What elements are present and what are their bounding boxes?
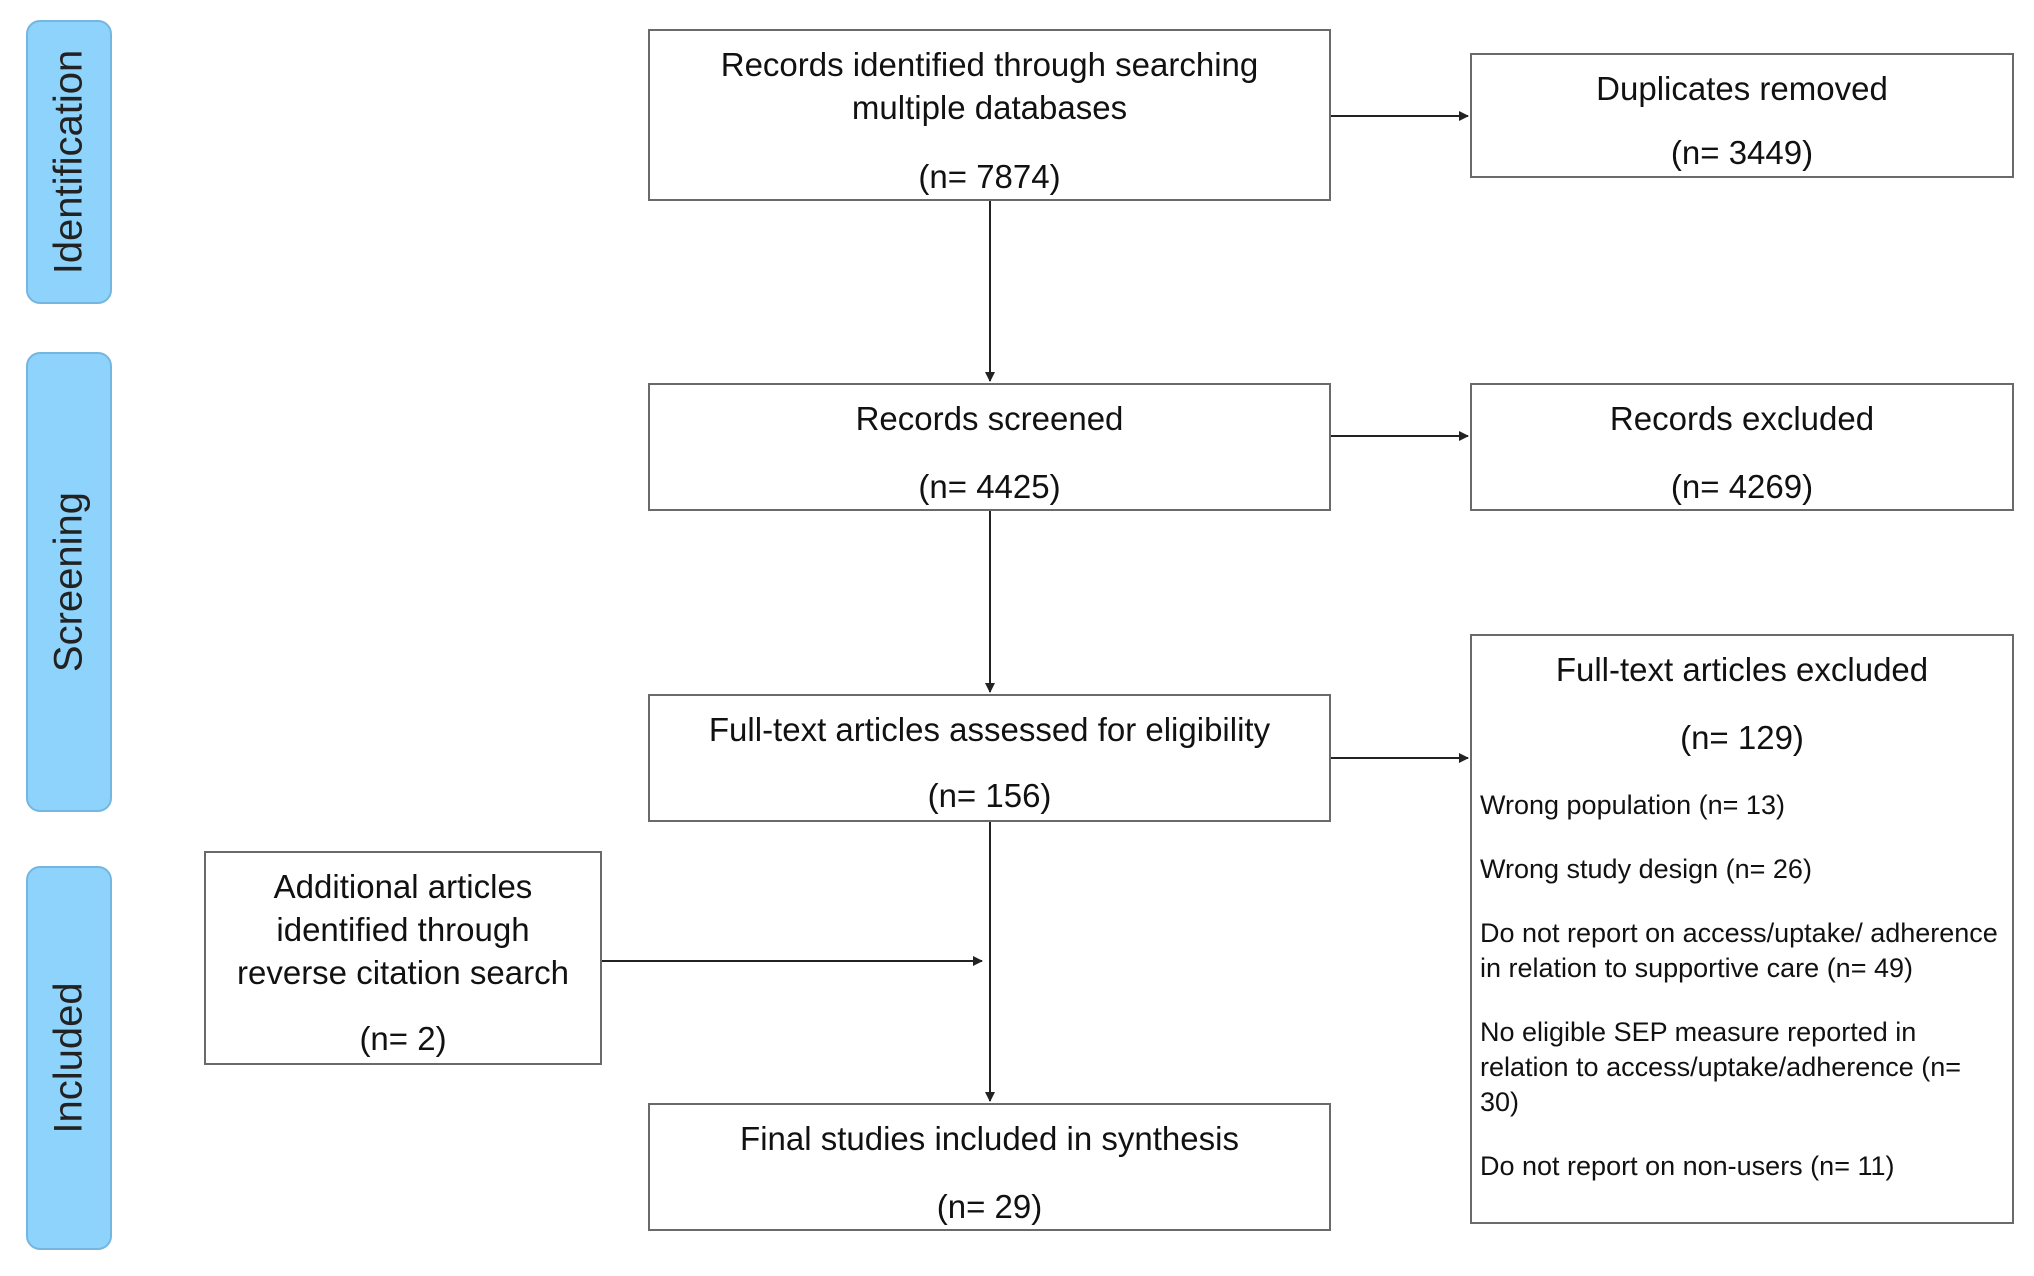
final-studies-title: Final studies included in synthesis (740, 1120, 1239, 1157)
records-excluded-count: (n= 4269) (1670, 468, 1814, 505)
additional-articles-box: Additional articles identified through r… (204, 851, 602, 1065)
fulltext-assessed-box: Full-text articles assessed for eligibil… (648, 694, 1331, 822)
records-screened-count: (n= 4425) (918, 468, 1061, 505)
additional-articles-title-line2: identified through (276, 911, 530, 948)
records-identified-title-line2: multiple databases (851, 89, 1128, 126)
fulltext-assessed-count: (n= 156) (927, 777, 1052, 814)
additional-articles-title-line1: Additional articles (273, 868, 533, 905)
fulltext-assessed-title: Full-text articles assessed for eligibil… (708, 711, 1271, 748)
exclusion-reason: No eligible SEP measure reported in rela… (1480, 1017, 1962, 1117)
duplicates-removed-box: Duplicates removed (n= 3449) (1470, 53, 2014, 178)
stage-screening: Screening (26, 352, 112, 812)
additional-articles-count: (n= 2) (359, 1020, 447, 1057)
final-studies-box: Final studies included in synthesis (n= … (648, 1103, 1331, 1231)
records-identified-title-line1: Records identified through searching (720, 46, 1259, 83)
duplicates-removed-title: Duplicates removed (1596, 70, 1888, 107)
exclusion-reason: Wrong study design (n= 26) (1480, 854, 1812, 884)
records-excluded-box: Records excluded (n= 4269) (1470, 383, 2014, 511)
fulltext-excluded-title: Full-text articles excluded (1555, 651, 1929, 688)
fulltext-excluded-box: Full-text articles excluded (n= 129) Wro… (1470, 634, 2014, 1224)
exclusion-reason: Do not report on access/uptake/ adherenc… (1480, 918, 1998, 983)
exclusion-reason: Wrong population (n= 13) (1480, 790, 1785, 820)
exclusion-reason: Do not report on non-users (n= 11) (1480, 1151, 1895, 1181)
final-studies-count: (n= 29) (936, 1188, 1043, 1225)
exclusion-reasons-list: Wrong population (n= 13) Wrong study des… (1480, 788, 2004, 1213)
stage-identification: Identification (26, 20, 112, 304)
fulltext-excluded-count: (n= 129) (1680, 719, 1804, 756)
records-screened-title: Records screened (855, 400, 1124, 437)
duplicates-removed-count: (n= 3449) (1670, 134, 1814, 171)
records-excluded-title: Records excluded (1609, 400, 1875, 437)
records-identified-box: Records identified through searching mul… (648, 29, 1331, 201)
stage-included: Included (26, 866, 112, 1250)
records-screened-box: Records screened (n= 4425) (648, 383, 1331, 511)
additional-articles-title-line3: reverse citation search (237, 954, 569, 991)
records-identified-count: (n= 7874) (918, 158, 1061, 195)
